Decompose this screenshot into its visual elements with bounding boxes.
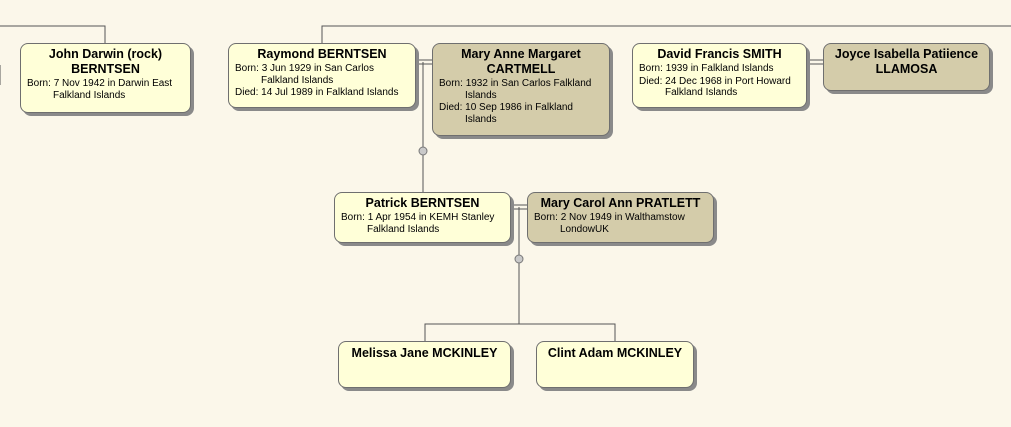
person-card-raymond-berntsen[interactable]: Raymond BERNTSEN Born: 3 Jun 1929 in San…: [228, 43, 416, 108]
person-name: John Darwin (rock): [48, 47, 163, 61]
person-card-patrick-berntsen[interactable]: Patrick BERNTSEN Born: 1 Apr 1954 in KEM…: [334, 192, 511, 243]
top-connector-right: [321, 25, 1011, 43]
person-card-joyce-llamosa[interactable]: Joyce Isabella Patiience LLAMOSA: [823, 43, 990, 91]
person-card-mary-anne-cartmell[interactable]: Mary Anne Margaret CARTMELL Born: 1932 i…: [432, 43, 610, 136]
person-name: Raymond BERNTSEN: [257, 47, 387, 61]
person-surname: BERNTSEN: [71, 62, 140, 76]
person-card-john-berntsen[interactable]: John Darwin (rock) BERNTSEN Born: 7 Nov …: [20, 43, 191, 113]
marriage-link-raymond-mary: [416, 59, 432, 65]
person-name: Mary Anne Margaret: [461, 47, 581, 61]
children-bracket: [424, 323, 616, 341]
person-name: Melissa Jane MCKINLEY: [351, 346, 498, 360]
person-name: Joyce Isabella Patiience: [834, 47, 979, 61]
died-fact: Died: 14 Jul 1989 in Falkland Islands: [235, 87, 399, 98]
top-connector-left: [0, 25, 106, 43]
person-name: Patrick BERNTSEN: [365, 196, 480, 210]
person-surname: CARTMELL: [486, 62, 556, 76]
person-card-clint-mckinley[interactable]: Clint Adam MCKINLEY: [536, 341, 694, 388]
person-name: Clint Adam MCKINLEY: [547, 346, 683, 360]
person-name: David Francis SMITH: [657, 47, 782, 61]
marriage-link-david-joyce: [807, 59, 823, 65]
born-fact: Born: 1939 in Falkland Islands: [639, 63, 774, 74]
person-card-mary-carol-pratlett[interactable]: Mary Carol Ann PRATLETT Born: 2 Nov 1949…: [527, 192, 714, 243]
person-name: Mary Carol Ann PRATLETT: [540, 196, 701, 210]
person-card-david-smith[interactable]: David Francis SMITH Born: 1939 in Falkla…: [632, 43, 807, 108]
person-surname: LLAMOSA: [875, 62, 938, 76]
family-node-raymond: [418, 146, 428, 156]
family-node-patrick: [514, 254, 524, 264]
person-card-melissa-mckinley[interactable]: Melissa Jane MCKINLEY: [338, 341, 511, 388]
